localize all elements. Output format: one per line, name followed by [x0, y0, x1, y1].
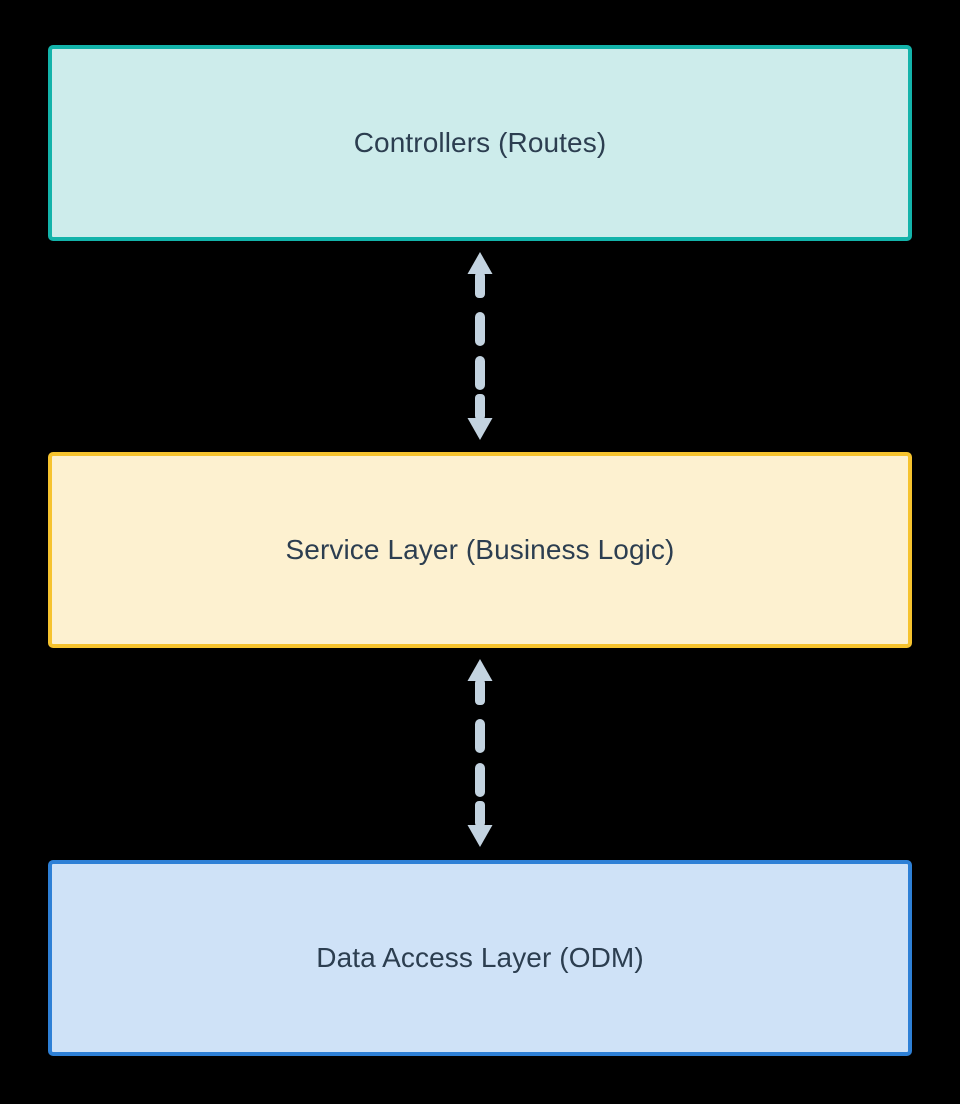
node-label-data-access-layer: Data Access Layer (ODM)	[316, 942, 644, 974]
diagram-node-service-layer[interactable]: Service Layer (Business Logic)	[48, 452, 912, 648]
node-label-service-layer: Service Layer (Business Logic)	[285, 534, 675, 566]
diagram-edge-service-data-access	[450, 653, 510, 853]
diagram-edge-controllers-service	[450, 246, 510, 446]
diagram-node-controllers[interactable]: Controllers (Routes)	[48, 45, 912, 241]
diagram-node-data-access-layer[interactable]: Data Access Layer (ODM)	[48, 860, 912, 1056]
node-label-controllers: Controllers (Routes)	[353, 127, 607, 159]
bidirectional-dashed-arrow-icon	[467, 659, 493, 847]
bidirectional-dashed-arrow-icon	[467, 252, 493, 440]
